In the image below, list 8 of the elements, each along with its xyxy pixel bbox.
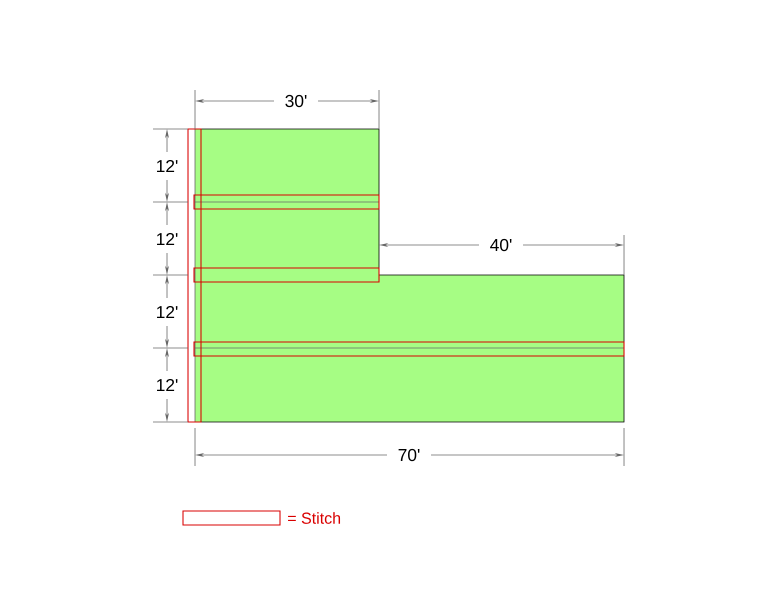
dimension-label: 12'	[157, 232, 178, 246]
legend-label: = Stitch	[288, 512, 340, 524]
dimension-label: 12'	[157, 306, 178, 318]
dimension-label: 40'	[490, 238, 512, 252]
dimension-label: 70'	[398, 448, 420, 462]
dimension-label: 12'	[157, 160, 178, 172]
dimension-label: 30'	[285, 94, 306, 108]
dimension-label: 12'	[157, 378, 178, 392]
